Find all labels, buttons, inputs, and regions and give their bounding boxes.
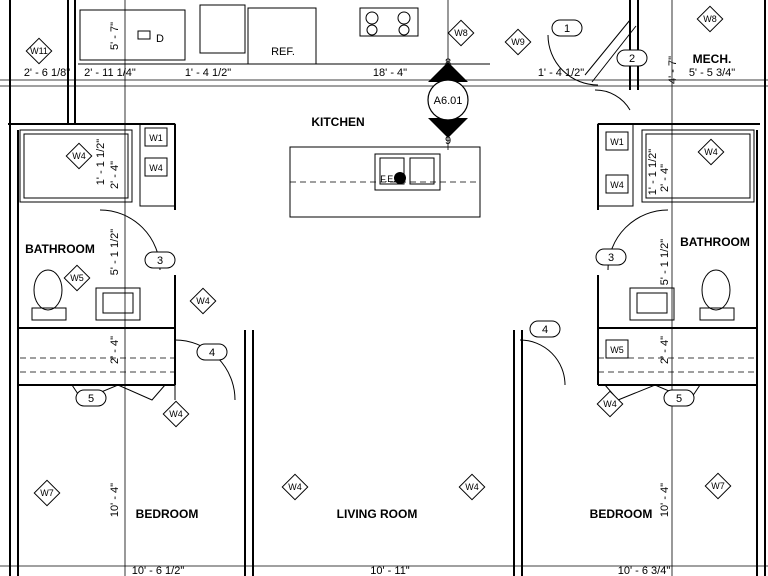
door-tag-1: 1 bbox=[564, 23, 570, 35]
dim-left-d: 2' - 4" bbox=[109, 336, 121, 364]
dim-left-b: 2' - 4" bbox=[109, 161, 121, 189]
dim-top-1: 2' - 6 1/8" bbox=[24, 67, 70, 79]
dim-bottom-2: 10' - 11" bbox=[370, 565, 410, 576]
door-tags: 1 2 3 3 4 4 5 5 bbox=[75, 19, 695, 407]
fixture-label-fe: F.E. bbox=[380, 174, 396, 184]
door-tag-3-left: 3 bbox=[157, 255, 163, 267]
tub-left bbox=[19, 129, 133, 203]
dimension-labels: 2' - 6 1/8" 2' - 11 1/4" 1' - 4 1/2" 18'… bbox=[24, 22, 735, 576]
dim-top-4: 18' - 4" bbox=[373, 67, 407, 79]
door-tag-4-left: 4 bbox=[209, 347, 215, 359]
dim-top-3: 1' - 4 1/2" bbox=[185, 67, 231, 79]
window-tag-w4-a: W4 bbox=[72, 151, 86, 161]
window-tag-w7-right: W7 bbox=[711, 481, 725, 491]
window-tag-w1-left: W1 bbox=[149, 133, 163, 143]
window-tag-w5-left: W5 bbox=[70, 273, 84, 283]
vanity-left bbox=[95, 287, 141, 321]
fire-extinguisher-symbol bbox=[394, 172, 406, 184]
section-marker-bottom: 9 bbox=[445, 135, 451, 147]
window-tag-w8-a: W8 bbox=[454, 28, 468, 38]
dim-bottom-3: 10' - 6 3/4" bbox=[618, 565, 671, 576]
vanity-right bbox=[629, 287, 675, 321]
cabinet-left bbox=[139, 123, 176, 207]
kitchen-fixtures bbox=[78, 4, 490, 218]
fixture-label-ref: REF. bbox=[271, 46, 295, 58]
window-tag-w8-b: W8 bbox=[703, 14, 717, 24]
window-tag-w9: W9 bbox=[511, 37, 525, 47]
dishwasher-symbol bbox=[137, 30, 151, 40]
dim-right-a: 1' - 1 1/2" bbox=[647, 149, 659, 195]
door-tag-5-right: 5 bbox=[676, 393, 682, 405]
window-tag-w4-g: W4 bbox=[603, 399, 617, 409]
toilet-left bbox=[33, 269, 63, 311]
fixture-label-d: D bbox=[156, 33, 164, 45]
door-tag-4-center: 4 bbox=[542, 324, 548, 336]
section-marker: A6.01 8 9 bbox=[427, 57, 469, 147]
window-tag-w4-e: W4 bbox=[196, 296, 210, 306]
window-tag-w5-right: W5 bbox=[610, 345, 624, 355]
window-tag-w1-right: W1 bbox=[610, 137, 624, 147]
room-label-bedroom-right: BEDROOM bbox=[590, 507, 653, 521]
section-marker-label: A6.01 bbox=[434, 95, 463, 107]
dim-left-c: 5' - 1 1/2" bbox=[109, 229, 121, 275]
room-labels: KITCHEN BATHROOM BATHROOM BEDROOM LIVING… bbox=[25, 52, 750, 521]
dim-right-b: 2' - 4" bbox=[659, 164, 671, 192]
window-tag-w4-b: W4 bbox=[149, 163, 163, 173]
window-tag-w4-f: W4 bbox=[169, 409, 183, 419]
window-tags: W11 W8 W8 W9 W1 W1 W4 W4 W4 W4 W5 W5 W4 … bbox=[25, 5, 732, 507]
room-label-bedroom-left: BEDROOM bbox=[136, 507, 199, 521]
window-tag-w4-i: W4 bbox=[465, 482, 479, 492]
section-marker-top: 8 bbox=[445, 57, 451, 69]
window-tag-w11: W11 bbox=[30, 46, 48, 56]
fixture-labels: REF. D F.E. bbox=[156, 33, 396, 184]
cooktop bbox=[359, 7, 419, 37]
door-tag-5-left: 5 bbox=[88, 393, 94, 405]
dim-left-e: 10' - 4" bbox=[109, 483, 121, 517]
room-label-living-room: LIVING ROOM bbox=[337, 507, 418, 521]
cabinet-right bbox=[597, 123, 634, 207]
window-tag-w4-d: W4 bbox=[704, 147, 718, 157]
tub-right bbox=[641, 129, 755, 203]
dim-right-e: 10' - 4" bbox=[659, 483, 671, 517]
dim-bottom-1: 10' - 6 1/2" bbox=[132, 565, 185, 576]
bathroom-fixtures bbox=[19, 123, 757, 401]
door-tag-3-right: 3 bbox=[608, 252, 614, 264]
dim-counter: 5' - 7" bbox=[109, 22, 121, 50]
window-tag-w7-left: W7 bbox=[40, 488, 54, 498]
dim-left-a: 1' - 1 1/2" bbox=[95, 139, 107, 185]
window-tag-w4-c: W4 bbox=[610, 180, 624, 190]
dim-right-c: 5' - 1 1/2" bbox=[659, 239, 671, 285]
dim-mech-height: 4' - 7" bbox=[667, 56, 679, 84]
window-tag-w4-h: W4 bbox=[288, 482, 302, 492]
room-label-bathroom-right: BATHROOM bbox=[680, 235, 750, 249]
toilet-right bbox=[701, 269, 731, 311]
door-tag-2: 2 bbox=[629, 53, 635, 65]
doors bbox=[99, 19, 669, 401]
dim-top-2: 2' - 11 1/4" bbox=[84, 67, 136, 79]
sink bbox=[374, 153, 441, 191]
room-label-kitchen: KITCHEN bbox=[311, 115, 364, 129]
dim-mech-width: 5' - 5 3/4" bbox=[689, 67, 735, 79]
room-label-mech: MECH. bbox=[693, 52, 732, 66]
dim-right-d: 2' - 4" bbox=[659, 336, 671, 364]
dim-top-5: 1' - 4 1/2" bbox=[538, 67, 584, 79]
room-label-bathroom-left: BATHROOM bbox=[25, 242, 95, 256]
